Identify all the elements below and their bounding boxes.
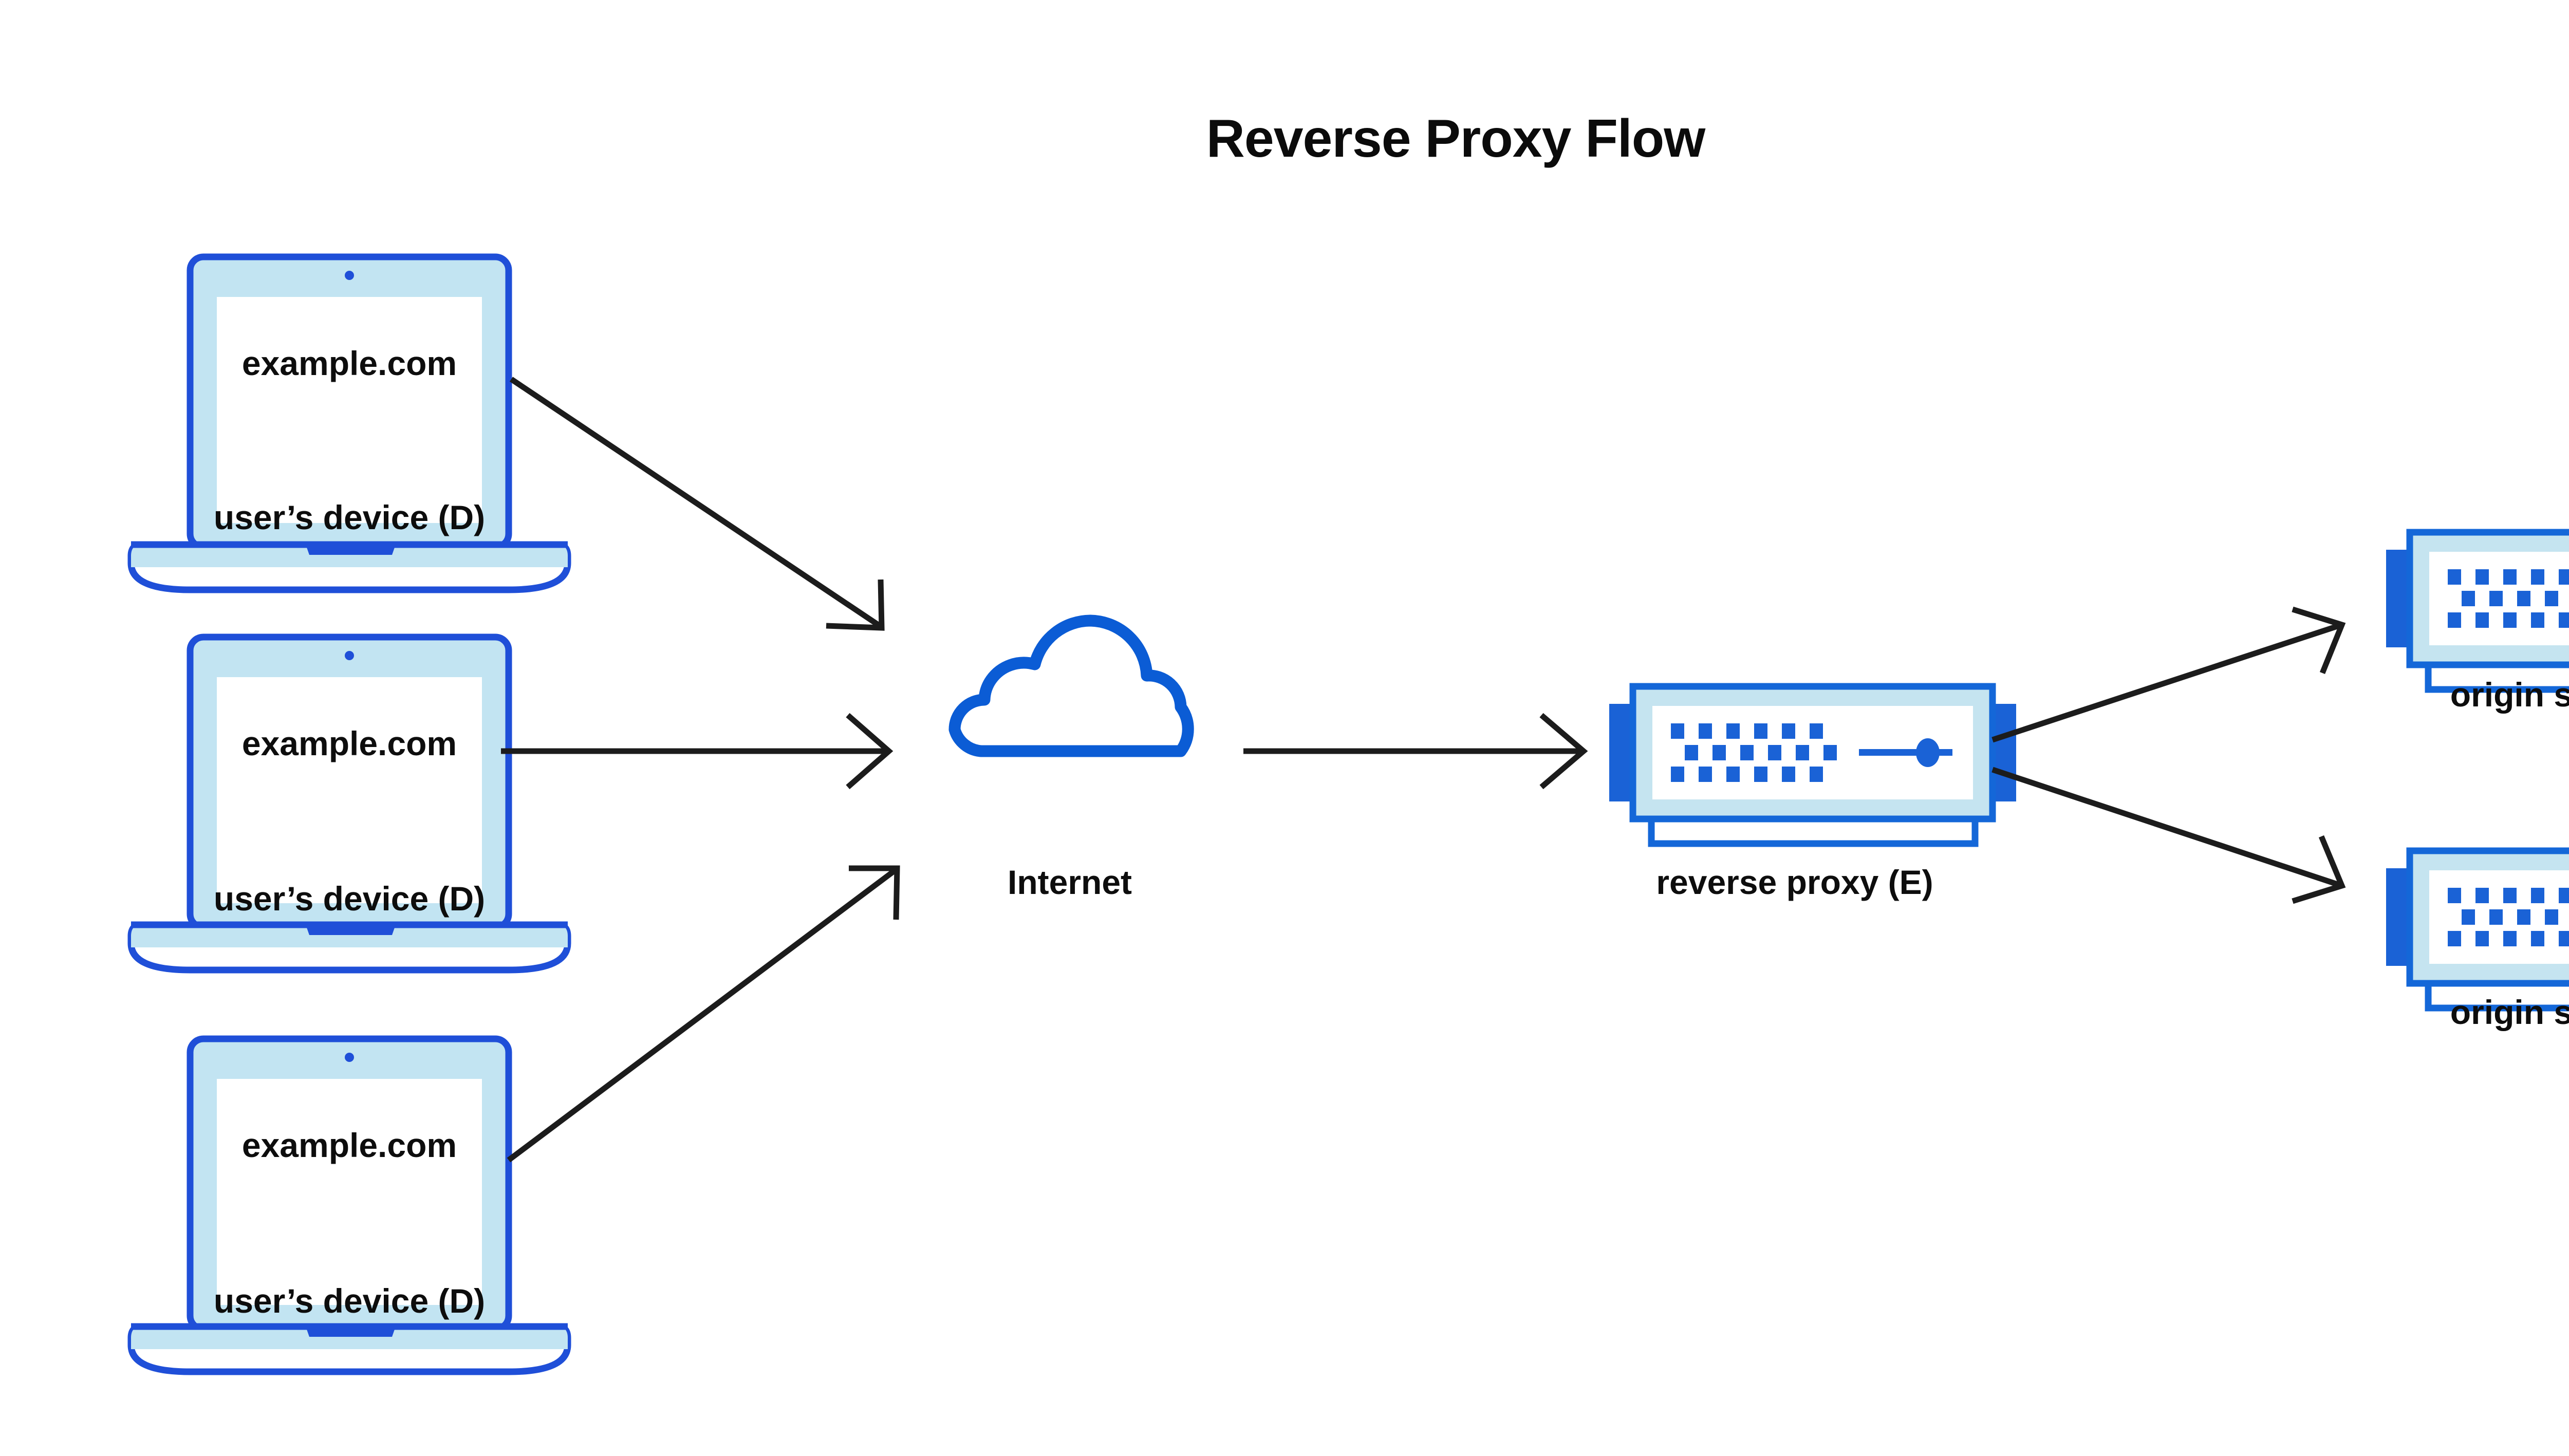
laptop-icon bbox=[131, 637, 568, 970]
flow-device2-to-internet bbox=[501, 713, 893, 790]
arrow-line bbox=[509, 377, 882, 628]
arrow-icon bbox=[1539, 713, 1588, 790]
flow-proxy-to-origin2 bbox=[1991, 767, 2346, 904]
user-device-1-screen-text: example.com bbox=[242, 344, 457, 382]
arrow-icon bbox=[2292, 606, 2346, 675]
reverse-proxy-label: reverse proxy (E) bbox=[1656, 863, 1933, 901]
origin-server-2-label: origin server (F) bbox=[2450, 993, 2569, 1031]
arrow-line bbox=[507, 868, 897, 1163]
page-title: Reverse Proxy Flow bbox=[1206, 109, 1706, 169]
origin-server-1-label: origin server (F) bbox=[2450, 676, 2569, 714]
internet-cloud-node[interactable]: Internet bbox=[955, 621, 1188, 901]
origin-server-1-node[interactable]: origin server (F) bbox=[2386, 532, 2569, 714]
flow-device3-to-internet bbox=[507, 865, 900, 1163]
server-icon bbox=[2386, 851, 2569, 1008]
internet-label: Internet bbox=[1008, 863, 1132, 901]
user-device-3-node[interactable]: example.com user’s device (D) bbox=[131, 1039, 568, 1372]
user-device-3-label: user’s device (D) bbox=[214, 1282, 485, 1320]
arrow-icon bbox=[849, 865, 900, 920]
reverse-proxy-node[interactable]: reverse proxy (E) bbox=[1609, 686, 2016, 901]
arrow-line bbox=[1991, 623, 2340, 743]
user-device-2-label: user’s device (D) bbox=[214, 880, 485, 918]
user-device-2-node[interactable]: example.com user’s device (D) bbox=[131, 637, 568, 970]
arrow-icon bbox=[846, 713, 893, 790]
origin-server-2-node[interactable]: origin server (F) bbox=[2386, 851, 2569, 1031]
user-device-1-node[interactable]: example.com user’s device (D) bbox=[131, 257, 568, 590]
flow-proxy-to-origin1 bbox=[1991, 606, 2346, 743]
server-icon bbox=[1609, 686, 2016, 844]
user-device-2-screen-text: example.com bbox=[242, 724, 457, 762]
cloud-icon bbox=[955, 621, 1188, 751]
arrow-icon bbox=[2292, 835, 2346, 904]
user-device-3-screen-text: example.com bbox=[242, 1126, 457, 1164]
flow-device1-to-internet bbox=[509, 377, 885, 631]
flow-internet-to-proxy bbox=[1243, 713, 1588, 790]
user-device-1-label: user’s device (D) bbox=[214, 498, 485, 536]
arrow-line bbox=[1991, 767, 2340, 888]
server-icon bbox=[2386, 532, 2569, 689]
laptop-icon bbox=[131, 257, 568, 590]
arrow-icon bbox=[826, 579, 885, 631]
laptop-icon bbox=[131, 1039, 568, 1372]
